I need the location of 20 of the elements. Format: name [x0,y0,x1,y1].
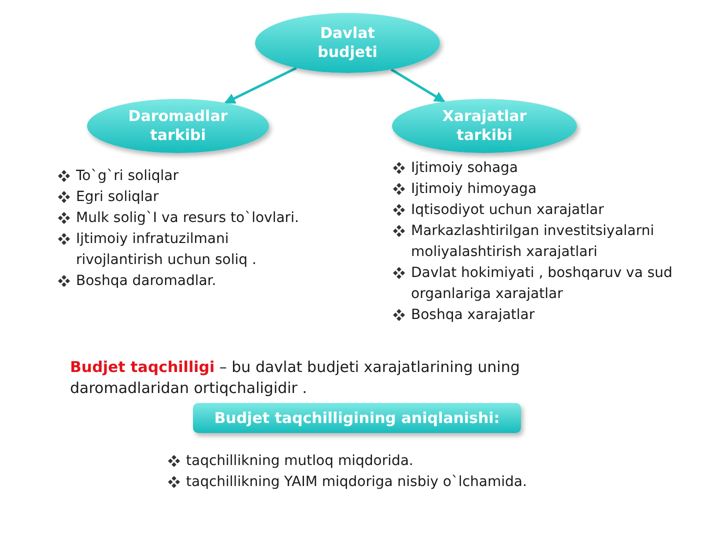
list-item-text: To`g`ri soliqlar [76,167,180,186]
list-item-text: Markazlashtirilgan investitsiyalarni moliyalashtirish xarajatlari [411,222,656,262]
arrow [224,66,297,104]
list-item-text: Mulk solig`I va resurs to`lovlari. [76,209,300,228]
definition-text: Budjet taqchilligi – bu davlat budjeti xarajatlarining uning daromadlaridan ortiqchaligidir . [70,357,521,399]
heading-ellipse: Daromadlar tarkibi [87,99,269,153]
list-item-text: Iqtisodiyot uchun xarajatlar [411,201,605,220]
heading-ellipse: Xarajatlar tarkibi [392,99,577,153]
list-item-text: Egri soliqlar [76,188,160,207]
list-item-text: Ijtimoiy infratuzilmani rivojlantirish uchun soliq . [76,230,258,270]
list-item-text: Boshqa daromadlar. [76,272,218,291]
list-item-text: Boshqa xarajatlar [411,306,536,325]
list-item-text: Ijtimoiy himoyaga [411,180,538,199]
list-item-text: taqchillikning YAIM miqdoriga nisbiy o`lchamida. [186,473,528,492]
arrow [390,68,446,103]
list-item-text: Davlat hokimiyati , boshqaruv va sud organlariga xarajatlar [411,264,674,304]
list-item-text: Ijtimoiy sohaga [411,159,520,178]
list-item-text: taqchillikning mutloq miqdorida. [186,452,414,471]
heading-ellipse: Davlat budjeti [255,13,440,73]
heading-banner: Budjet taqchilligining aniqlanishi: [193,403,521,433]
